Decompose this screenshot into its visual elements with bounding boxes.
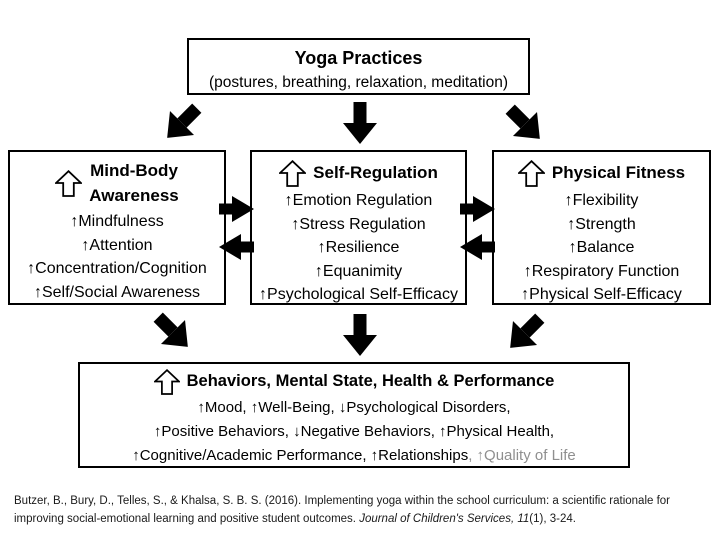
physical-fitness-box: Physical Fitness ↑Flexibility ↑Strength … (492, 150, 711, 305)
arrow-top-to-right-icon (498, 97, 552, 151)
up-arrow-outline-icon (279, 159, 307, 187)
mind-body-awareness-items: ↑Mindfulness ↑Attention ↑Concentration/C… (10, 210, 224, 304)
yoga-practices-box: Yoga Practices (postures, breathing, rel… (187, 38, 530, 95)
outcomes-line-1: ↑Mood, ↑Well-Being, ↓Psychological Disor… (197, 399, 511, 416)
list-item: ↑Respiratory Function (523, 262, 680, 280)
arrow-top-to-left-icon (155, 96, 209, 150)
arrow-left-to-middle-icon (219, 196, 254, 222)
mind-body-awareness-box: Mind-Body Awareness ↑Mindfulness ↑Attent… (8, 150, 226, 305)
citation: Butzer, B., Bury, D., Telles, S., & Khal… (14, 492, 714, 528)
list-item: ↑Self/Social Awareness (33, 283, 200, 301)
arrow-right-to-bottom-icon (498, 306, 552, 360)
up-arrow-outline-icon (517, 159, 545, 187)
list-item: ↑Balance (568, 239, 635, 257)
arrow-right-to-middle-icon (460, 234, 495, 260)
outcomes-line-3-faded: , ↑Quality of Life (468, 447, 576, 464)
list-item: ↑Strength (567, 215, 636, 233)
yoga-practices-subtitle: (postures, breathing, relaxation, medita… (209, 74, 508, 91)
list-item: ↑Attention (81, 236, 153, 254)
citation-line-1: Butzer, B., Bury, D., Telles, S., & Khal… (14, 495, 671, 507)
list-item: ↑Mindfulness (70, 213, 164, 230)
list-item: ↑Emotion Regulation (284, 192, 433, 209)
up-arrow-outline-icon (153, 368, 180, 395)
self-regulation-box: Self-Regulation ↑Emotion Regulation ↑Str… (250, 150, 467, 305)
list-item: ↑Psychological Self-Efficacy (259, 286, 458, 304)
arrow-top-to-middle-icon (343, 102, 377, 144)
physical-fitness-title: Physical Fitness (494, 157, 709, 189)
outcomes-line-2: ↑Positive Behaviors, ↓Negative Behaviors… (153, 423, 555, 440)
list-item: ↑Resilience (317, 239, 400, 257)
arrow-middle-to-left-icon (219, 234, 254, 260)
citation-line-2: improving social-emotional learning and … (14, 513, 576, 525)
self-regulation-title: Self-Regulation (252, 157, 465, 189)
behaviors-outcomes-box: Behaviors, Mental State, Health & Perfor… (78, 362, 630, 468)
arrow-left-to-bottom-icon (146, 305, 200, 359)
list-item: ↑Equanimity (314, 262, 403, 280)
mind-body-awareness-title: Mind-Body Awareness (10, 158, 224, 208)
list-item: ↑Flexibility (564, 192, 639, 209)
self-regulation-items: ↑Emotion Regulation ↑Stress Regulation ↑… (252, 189, 465, 307)
physical-fitness-items: ↑Flexibility ↑Strength ↑Balance ↑Respira… (494, 189, 709, 307)
up-arrow-outline-icon (55, 169, 83, 197)
journal-name: Journal of Children's Services, 11 (359, 513, 530, 525)
list-item: ↑Stress Regulation (291, 215, 426, 233)
list-item: ↑Concentration/Cognition (27, 260, 207, 278)
arrow-middle-to-right-icon (460, 196, 495, 222)
outcomes-line-3: ↑Cognitive/Academic Performance, ↑Relati… (132, 447, 576, 464)
yoga-practices-title: Yoga Practices (294, 48, 423, 68)
list-item: ↑Physical Self-Efficacy (521, 286, 682, 304)
arrow-middle-to-bottom-icon (343, 314, 377, 356)
behaviors-outcomes-title: Behaviors, Mental State, Health & Perfor… (80, 367, 628, 396)
